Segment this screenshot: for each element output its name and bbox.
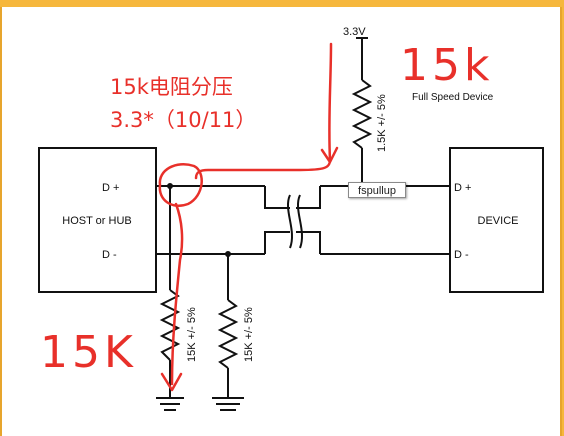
pulldown2-label: 15K +/- 5% [243, 307, 255, 362]
dplus-wire [156, 185, 450, 209]
pulldown1-label: 15K +/- 5% [186, 307, 198, 362]
ground-symbol-2 [212, 397, 244, 411]
pullup-resistor-label: 1.5K +/- 5% [376, 94, 388, 152]
host-dplus-label: D + [102, 182, 119, 194]
annotation-title-line1: 15k电阻分压 [110, 75, 233, 99]
device-box [449, 147, 544, 293]
fspullup-tooltip: fspullup [348, 182, 406, 198]
screenshot-frame [0, 7, 562, 436]
annotation-big-right: 15k [400, 40, 493, 91]
supply-label: 3.3V [343, 26, 366, 38]
dminus-wire [156, 231, 450, 255]
annotation-big-left: 15K [40, 327, 137, 378]
pullup-resistor [351, 79, 373, 149]
pullup-wire [356, 37, 368, 186]
host-dminus-label: D - [102, 249, 117, 261]
annotation-arrow-down [170, 202, 184, 386]
pulldown2-resistor [217, 299, 239, 369]
annotation-arrowhead-down [160, 372, 183, 392]
device-caption: Full Speed Device [412, 92, 494, 103]
annotation-title-line2: 3.3*（10/11） [110, 108, 256, 132]
cable-break-mark [287, 194, 303, 249]
device-dminus-label: D - [454, 249, 469, 261]
ground-symbol-1 [156, 397, 184, 411]
host-box [38, 147, 157, 293]
host-box-label: HOST or HUB [62, 215, 131, 227]
annotation-circle [158, 163, 203, 207]
pulldown1-resistor [159, 289, 181, 361]
device-box-label: DEVICE [478, 215, 519, 227]
annotation-arrowhead-top [320, 146, 339, 164]
device-dplus-label: D + [454, 182, 471, 194]
